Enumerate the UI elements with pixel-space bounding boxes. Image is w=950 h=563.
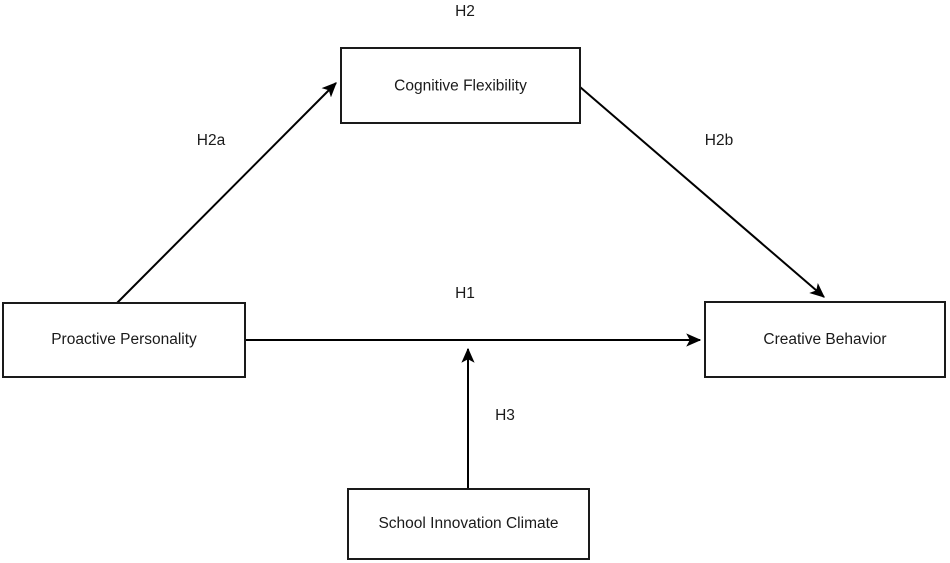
node-proactive-personality-box (2, 302, 246, 378)
path-h2a-label: H2a (197, 132, 226, 149)
path-h1-label: H1 (455, 285, 475, 302)
path-h2-label: H2 (455, 3, 475, 20)
node-creative-behavior: Creative Behavior (704, 301, 946, 378)
node-cognitive-flexibility: Cognitive Flexibility (340, 47, 581, 124)
path-h2a-line (116, 82, 337, 304)
node-cognitive-flexibility-label: Cognitive Flexibility (394, 78, 527, 95)
node-proactive-personality: Proactive Personality (2, 302, 246, 378)
node-creative-behavior-box (704, 301, 946, 378)
node-school-innovation-climate-box (347, 488, 590, 560)
node-cognitive-flexibility-box (340, 47, 581, 124)
node-school-innovation-climate-label: School Innovation Climate (378, 515, 558, 532)
path-h2b-label: H2b (705, 132, 733, 149)
path-h1: H1 (245, 285, 702, 347)
path-h2b: H2b (579, 86, 825, 298)
node-creative-behavior-label: Creative Behavior (763, 331, 886, 348)
node-school-innovation-climate: School Innovation Climate (347, 488, 590, 560)
path-h3-label: H3 (495, 407, 515, 424)
path-h2b-line (579, 86, 825, 298)
node-proactive-personality-label: Proactive Personality (51, 331, 197, 348)
path-h2a: H2a (116, 82, 337, 304)
path-h3: H3 (461, 347, 515, 489)
